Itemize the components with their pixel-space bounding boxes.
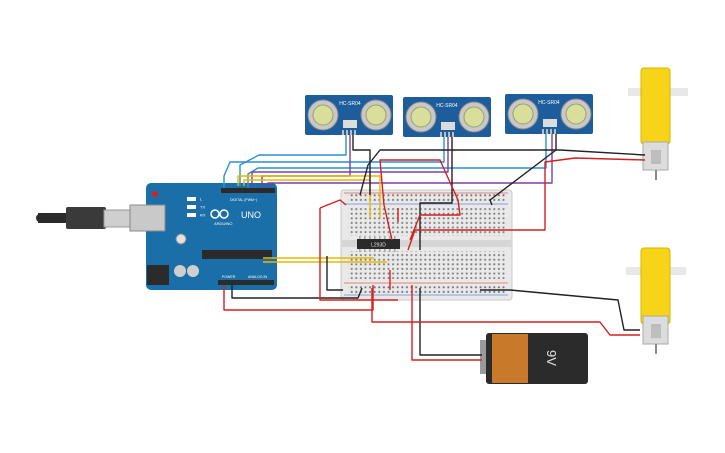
power-header-label: POWER <box>222 275 236 279</box>
usb-cable <box>36 207 135 229</box>
led-l-label: L <box>200 197 203 202</box>
battery-9v[interactable]: 9V <box>480 333 588 384</box>
chip-label: L293D <box>371 243 386 249</box>
analog-header-label: ANALOG IN <box>248 275 268 279</box>
l293d-chip[interactable]: L293D <box>357 236 400 252</box>
led-tx-label: TX <box>200 205 205 210</box>
wires <box>223 134 646 361</box>
arduino-brand: ARDUINO <box>214 221 232 226</box>
dc-motor-2[interactable] <box>626 247 686 354</box>
dc-motor-1[interactable] <box>628 67 688 180</box>
sensor-label: HC-SR04 <box>339 101 361 107</box>
arduino-uno[interactable]: L TX RX UNO ARDUINO DIGITAL (PWM~) POWER… <box>129 183 277 290</box>
battery-label: 9V <box>544 350 559 366</box>
led-rx-label: RX <box>200 213 206 218</box>
sensor-label: HC-SR04 <box>538 100 560 106</box>
ultrasonic-sensor-1[interactable]: HC-SR04 <box>305 95 393 135</box>
ultrasonic-sensor-3[interactable]: HC-SR04 <box>505 94 593 134</box>
breadboard[interactable] <box>340 189 513 301</box>
sensor-label: HC-SR04 <box>436 103 458 109</box>
digital-header-label: DIGITAL (PWM~) <box>230 198 257 202</box>
ultrasonic-sensor-2[interactable]: HC-SR04 <box>403 97 491 137</box>
arduino-model: UNO <box>241 210 261 220</box>
